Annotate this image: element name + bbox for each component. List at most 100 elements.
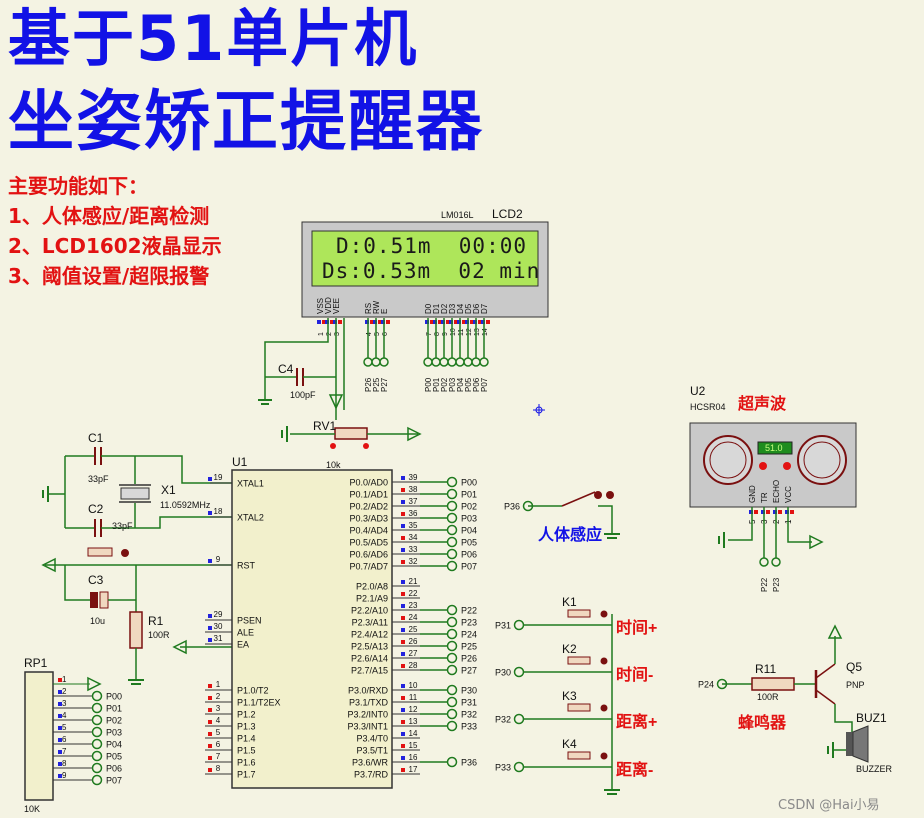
u2-gnd-wire — [728, 507, 753, 541]
pin-state — [438, 320, 442, 324]
net-terminal — [446, 664, 458, 676]
net-terminal — [446, 476, 458, 488]
pin-state — [401, 720, 405, 724]
transducer-right — [797, 435, 847, 485]
u1-pin-number: 24 — [409, 613, 418, 622]
u1-pin-number: 18 — [214, 507, 223, 516]
pin-state — [58, 714, 62, 718]
pin-state — [486, 320, 490, 324]
rp1-pin-number: 5 — [62, 723, 67, 732]
title-line1: 基于51单片机 — [8, 2, 419, 75]
key-ref: K4 — [562, 737, 577, 751]
pin-state — [457, 320, 461, 324]
net-terminal — [379, 357, 389, 367]
net-terminal — [91, 738, 103, 750]
net-terminal — [513, 666, 525, 678]
key-ref: K3 — [562, 689, 577, 703]
rp1-pin-number: 6 — [62, 735, 67, 744]
key-contact — [600, 752, 608, 760]
key-contact — [600, 610, 608, 618]
net-label: P02 — [461, 502, 477, 512]
pin-state — [401, 560, 405, 564]
pin-state — [401, 616, 405, 620]
r11-value: 100R — [757, 692, 779, 702]
lcd-pin-number: 2 — [326, 332, 333, 336]
rp1-pin-number: 3 — [62, 699, 67, 708]
pin-state — [430, 320, 434, 324]
ultrasonic-reading: 51.0 — [765, 443, 783, 453]
pin-state — [58, 750, 62, 754]
pin-state — [790, 510, 794, 514]
net-terminal — [91, 750, 103, 762]
net-terminal — [446, 616, 458, 628]
net-label: P23 — [772, 577, 781, 592]
u1-pin-name: P2.0/A8 — [356, 582, 388, 592]
u1-pin-number: 12 — [409, 705, 418, 714]
pin-state — [470, 320, 474, 324]
pin-state — [58, 762, 62, 766]
pin-state — [401, 664, 405, 668]
u1-pin-number: 36 — [409, 509, 418, 518]
lcd-module[interactable] — [301, 221, 549, 318]
rp1-pin-number: 1 — [62, 675, 67, 684]
ultrasonic-module[interactable] — [689, 422, 857, 508]
net-label: P26 — [364, 377, 373, 392]
net-terminal — [446, 560, 458, 572]
net-label: P05 — [106, 752, 122, 762]
lcd-pin-name: VEE — [332, 298, 341, 314]
net-terminal — [771, 557, 781, 567]
net-terminal — [446, 488, 458, 500]
lcd-pin-number: 5 — [374, 332, 381, 336]
u1-pin-name: PSEN — [237, 616, 262, 626]
net-label: P04 — [461, 526, 477, 536]
pin-state — [766, 510, 770, 514]
u1-mcu-body[interactable] — [231, 469, 393, 789]
key-cap — [567, 751, 591, 760]
pir-switch[interactable] — [528, 491, 620, 539]
lcd-pin-name: D5 — [464, 303, 473, 314]
pin-state — [386, 320, 390, 324]
net-terminal — [759, 557, 769, 567]
pin-state — [401, 756, 405, 760]
watermark: CSDN @Hai小易 — [778, 798, 880, 813]
u1-pin-number: 15 — [409, 741, 418, 750]
net-label: P06 — [472, 377, 481, 392]
u1-pin-name: P2.4/A12 — [351, 630, 388, 640]
u1-pin-name: EA — [237, 640, 249, 650]
pin-state — [478, 320, 482, 324]
u1-pin-name: RST — [237, 561, 256, 571]
u1-pin-name: P1.7 — [237, 770, 256, 780]
u1-pin-number: 30 — [214, 622, 223, 631]
rp1-body[interactable] — [24, 671, 54, 801]
u1-pin-number: 39 — [409, 473, 418, 482]
u1-pin-name: P0.0/AD0 — [349, 478, 388, 488]
net-label: P01 — [106, 704, 122, 714]
net-label: P36 — [504, 502, 520, 512]
pin-state — [58, 774, 62, 778]
pin-state — [401, 548, 405, 552]
pin-state — [401, 684, 405, 688]
net-terminal — [446, 708, 458, 720]
net-label: P04 — [456, 377, 465, 392]
u1-pin-name: P0.4/AD4 — [349, 526, 388, 536]
net-terminal — [423, 357, 433, 367]
lcd-row-1: D:0.51m 00:00 — [336, 234, 528, 258]
net-terminal — [716, 678, 728, 690]
u1-pin-name: P1.6 — [237, 758, 256, 768]
key-contact — [600, 704, 608, 712]
u2-vcc-wire — [787, 507, 812, 543]
crosshair-icon — [533, 404, 545, 416]
pin-state — [401, 640, 405, 644]
net-label: P07 — [106, 776, 122, 786]
u1-pin-number: 6 — [216, 740, 221, 749]
net-terminal — [522, 500, 534, 512]
pin-state — [208, 638, 212, 642]
u1-pin-name: P1.2 — [237, 710, 256, 720]
feature-item-1: 1、人体感应/距离检测 — [8, 204, 210, 228]
pin-state — [58, 726, 62, 730]
pin-state — [208, 732, 212, 736]
